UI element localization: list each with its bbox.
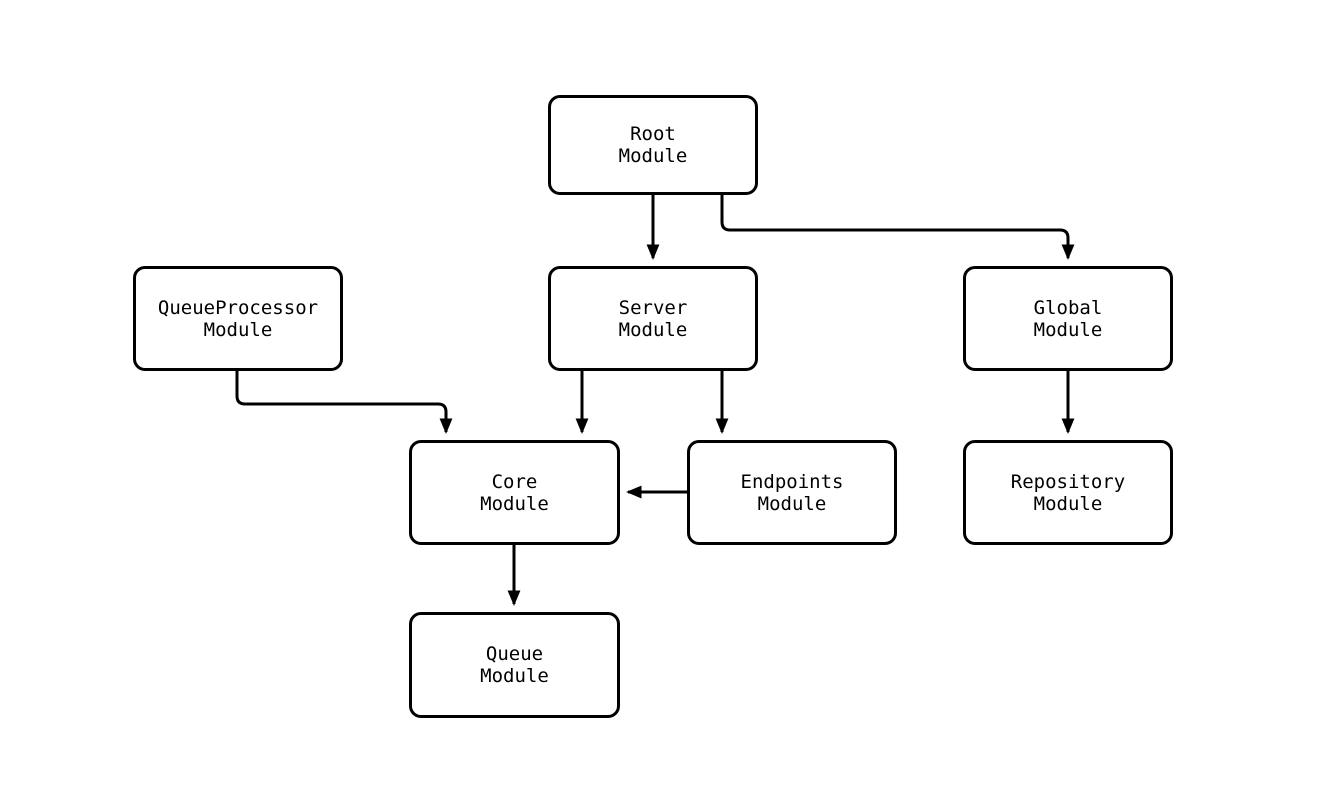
node-global-label: Global Module — [1033, 296, 1103, 341]
node-core[interactable]: Core Module — [409, 440, 620, 545]
edge-root-to-global — [720, 195, 1075, 260]
node-core-label: Core Module — [480, 470, 549, 515]
edge-queueprocessor-to-core — [235, 371, 453, 434]
node-endpoints-label: Endpoints Module — [740, 470, 844, 515]
node-queueprocessor[interactable]: QueueProcessor Module — [133, 266, 343, 371]
node-server-label: Server Module — [618, 296, 688, 341]
node-root[interactable]: Root Module — [548, 95, 758, 195]
node-queue[interactable]: Queue Module — [409, 612, 620, 718]
node-server[interactable]: Server Module — [548, 266, 758, 371]
node-repository[interactable]: Repository Module — [963, 440, 1173, 545]
node-root-label: Root Module — [618, 123, 688, 167]
node-global[interactable]: Global Module — [963, 266, 1173, 371]
node-repository-label: Repository Module — [1010, 470, 1126, 515]
node-queueprocessor-label: QueueProcessor Module — [157, 296, 319, 341]
node-endpoints[interactable]: Endpoints Module — [687, 440, 897, 545]
node-queue-label: Queue Module — [480, 643, 549, 687]
